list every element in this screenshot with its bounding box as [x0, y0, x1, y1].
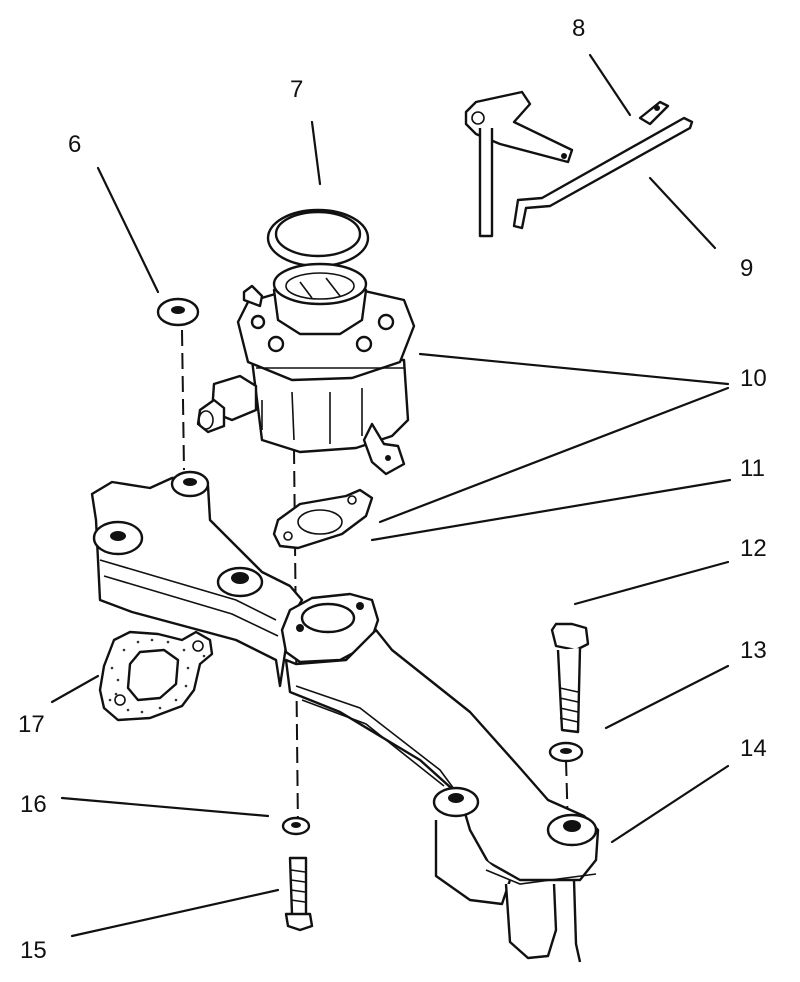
part-6-washer: [156, 297, 200, 327]
part-14-manifold: [90, 470, 600, 963]
leader-16: [60, 796, 270, 818]
leader-17: [50, 674, 100, 704]
callout-7: 7: [290, 76, 303, 103]
leader-13: [604, 664, 730, 730]
callout-11: 11: [740, 455, 765, 482]
callout-14: 14: [740, 735, 767, 762]
leader-12: [573, 560, 730, 606]
leader-11: [370, 478, 732, 542]
callout-15: 15: [20, 937, 47, 964]
part-10-carburetor: [196, 262, 416, 476]
leader-lines: [50, 53, 732, 938]
leader-14: [610, 764, 730, 844]
callout-16: 16: [20, 791, 47, 818]
leader-9: [648, 176, 717, 250]
throttle-lever: [464, 90, 574, 238]
callout-17: 17: [18, 711, 45, 738]
callout-10: 10: [740, 365, 767, 392]
leader-7: [310, 120, 322, 186]
callout-13: 13: [740, 637, 767, 664]
callout-9: 9: [740, 255, 753, 282]
leader-6: [96, 166, 160, 294]
callout-12: 12: [740, 535, 767, 562]
part-8-clip: [638, 100, 670, 126]
part-16-washer: [281, 816, 311, 836]
part-9-rod: [512, 116, 694, 230]
part-13-washer: [548, 741, 584, 763]
leader-15: [70, 888, 280, 938]
leader-8: [588, 53, 632, 117]
part-17-side-gasket: [98, 630, 214, 722]
part-12-bolt: [550, 622, 590, 734]
part-7-ring-gasket: [266, 208, 370, 268]
part-15-bolt: [284, 856, 314, 932]
leader-10b: [378, 386, 730, 524]
callout-8: 8: [572, 15, 585, 42]
part-11-flange-gasket: [272, 488, 374, 550]
callout-6: 6: [68, 131, 81, 158]
leader-10a: [418, 352, 730, 386]
